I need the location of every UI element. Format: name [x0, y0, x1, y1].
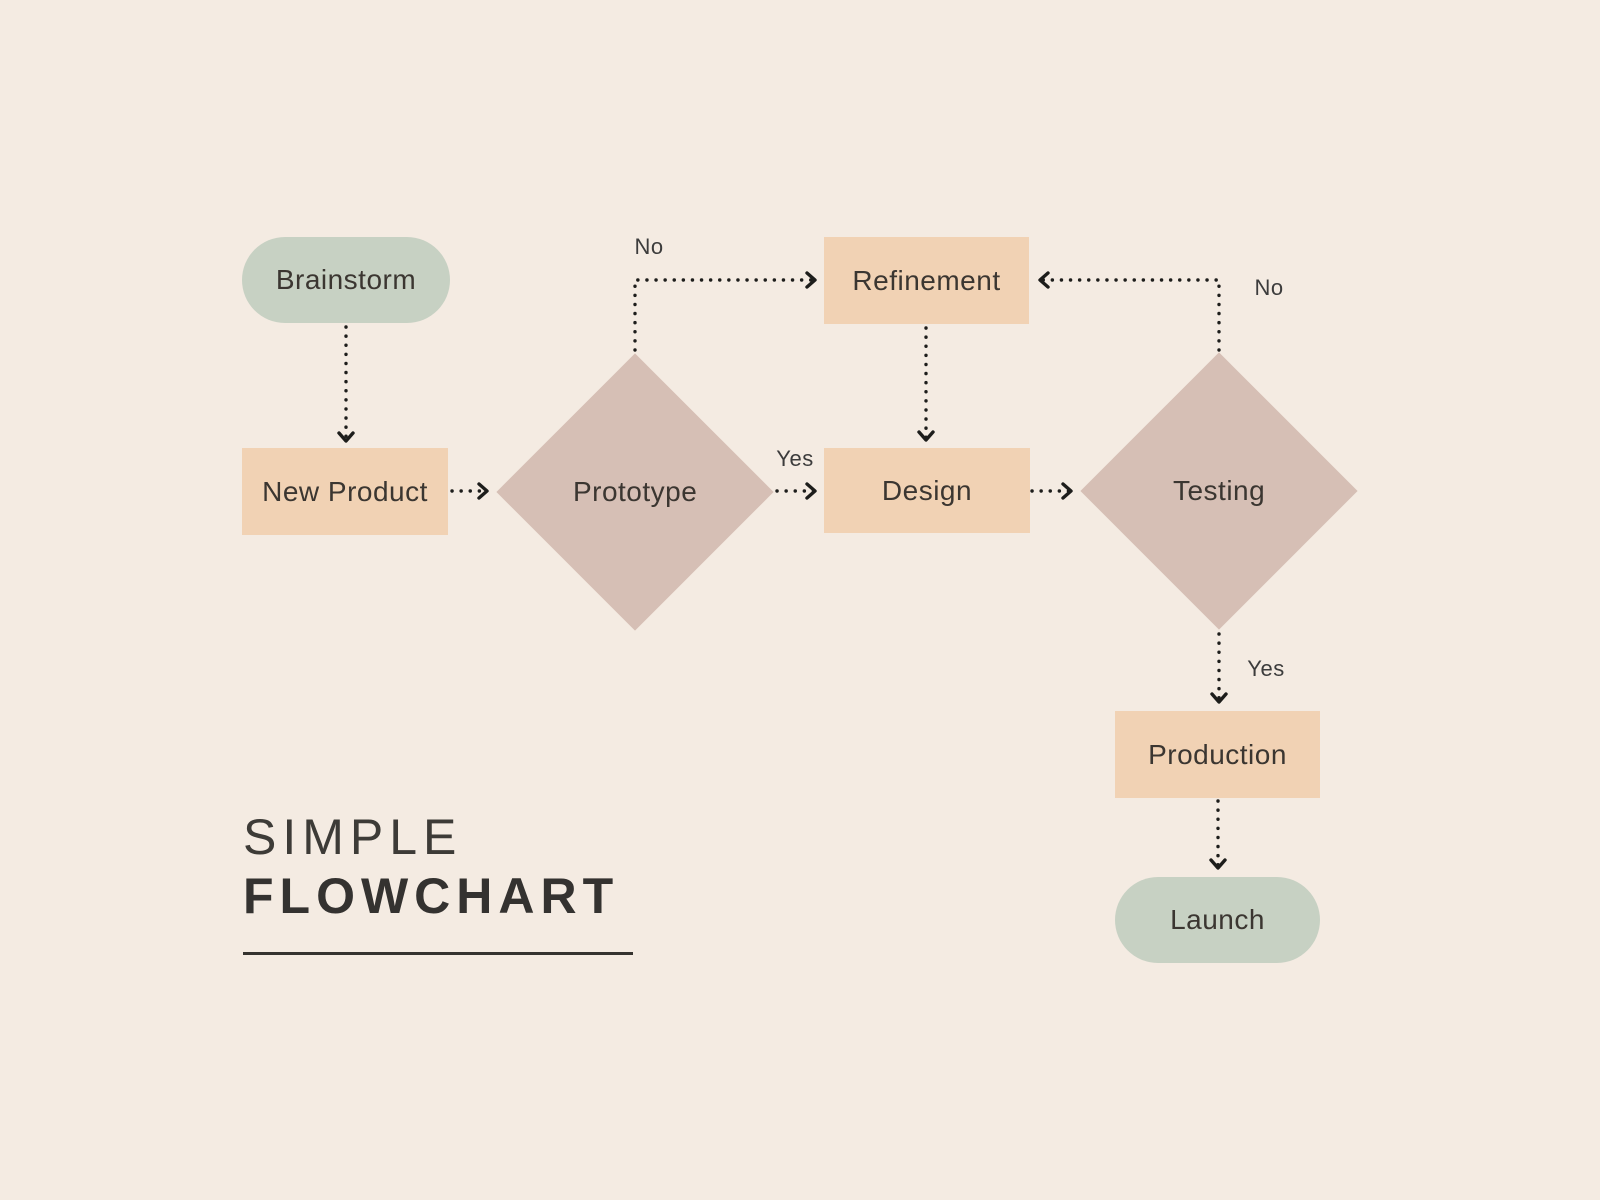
edge-label-testing-no: No: [1254, 275, 1284, 300]
edge-label-prototype-yes: Yes: [776, 446, 814, 471]
node-production-label: Production: [1148, 738, 1287, 770]
node-testing-label: Testing: [1172, 475, 1266, 506]
node-brainstorm-label: Brainstorm: [275, 264, 417, 295]
node-launch-label: Launch: [1170, 904, 1265, 935]
node-design: Design: [824, 448, 1030, 533]
node-prototype-label: Prototype: [572, 475, 698, 507]
edge-label-testing-yes: Yes: [1247, 656, 1285, 681]
node-testing: Testing: [1080, 352, 1358, 630]
node-prototype: Prototype: [496, 353, 774, 631]
node-launch: Launch: [1115, 877, 1320, 963]
title-block: SIMPLE FLOWCHART: [243, 812, 633, 955]
node-refinement-label: Refinement: [852, 264, 1001, 296]
node-refinement: Refinement: [824, 237, 1029, 324]
connector-prototype-to-refinement-no: [633, 271, 817, 352]
connector-testing-to-refinement-no: [1038, 271, 1221, 352]
title-line-flowchart: FLOWCHART: [243, 868, 620, 924]
node-brainstorm: Brainstorm: [242, 237, 450, 323]
node-design-label: Design: [881, 474, 973, 506]
node-production: Production: [1115, 711, 1320, 798]
node-new-product: New Product: [242, 448, 448, 535]
title-line-simple: SIMPLE: [243, 809, 463, 865]
title-underline: [243, 952, 633, 955]
edge-label-prototype-no: No: [634, 234, 664, 259]
node-new-product-label: New Product: [262, 475, 428, 507]
